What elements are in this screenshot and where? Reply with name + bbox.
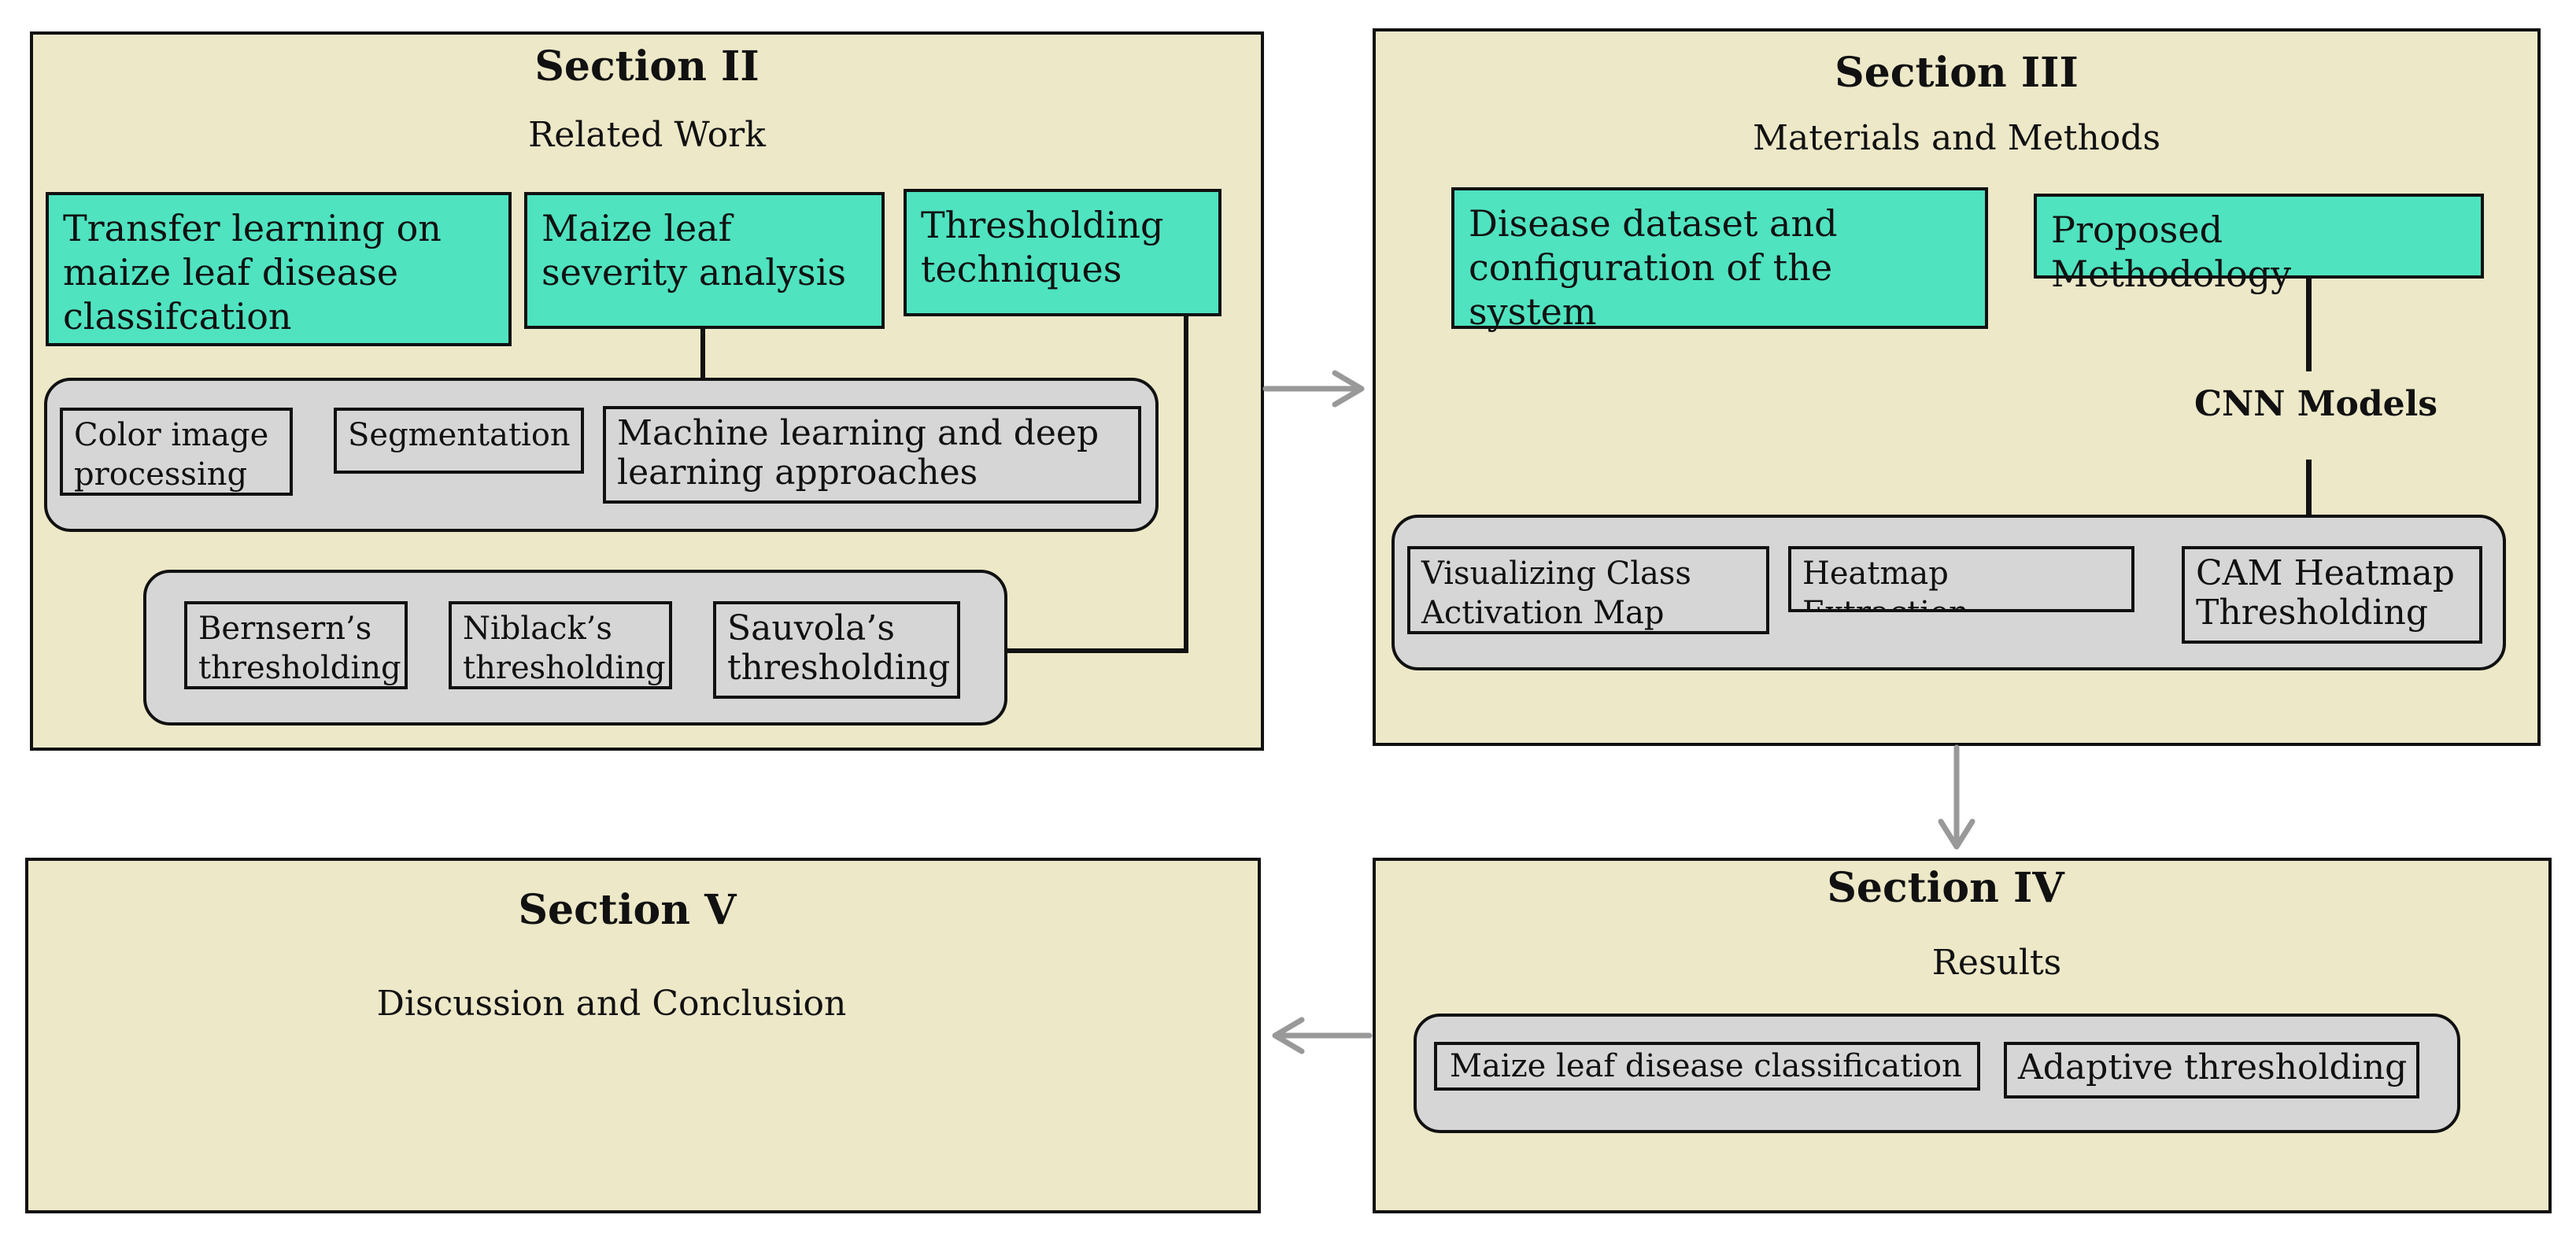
heatmap-extraction-item: Heatmap Extraction [1788,546,2134,612]
maize-classification-item: Maize leaf disease classification [1434,1042,1980,1091]
arrow-section2-to-section3 [1262,370,1365,408]
section-5-panel [25,858,1261,1213]
color-image-processing-item: Color image processing [60,408,293,496]
transfer-learning-box: Transfer learning on maize leaf disease … [46,192,512,346]
section-3-title: Section III [1835,49,2079,97]
section-3-subtitle: Materials and Methods [1752,118,2161,158]
section-5-title: Section V [518,886,737,934]
proposed-methodology-box: Proposed Methodology [2034,194,2484,295]
section-4-title: Section IV [1827,864,2064,912]
thresholding-techniques-box: Thresholding techniques [904,189,1221,316]
connector-severity [700,327,705,381]
ml-dl-approaches-item: Machine learning and deep learning appro… [603,406,1141,504]
arrow-section4-to-section5 [1272,1017,1373,1054]
sauvola-thresholding-item: Sauvola’s thresholding [713,601,960,699]
adaptive-thresholding-item: Adaptive thresholding [2004,1042,2419,1098]
section-2-title: Section II [534,42,759,90]
connector-methodology-bottom [2306,460,2312,518]
segmentation-item: Segmentation [334,408,584,474]
section-4-subtitle: Results [1931,943,2062,983]
cnn-models-label: CNN Models [2194,384,2438,424]
connector-methodology-top [2306,277,2312,371]
section-5-subtitle: Discussion and Conclusion [376,984,847,1024]
connector-thresholding-vertical [1184,315,1188,653]
section-2-subtitle: Related Work [528,115,766,155]
bernsen-thresholding-item: Bernsern’s thresholding [184,601,408,689]
disease-dataset-box: Disease dataset and configuration of the… [1451,187,1988,333]
niblack-thresholding-item: Niblack’s thresholding [449,601,672,689]
cam-heatmap-thresholding-item: CAM Heatmap Thresholding [2182,546,2482,644]
arrow-section3-to-section4 [1938,744,1975,850]
severity-analysis-box: Maize leaf severity analysis [524,192,885,329]
visualizing-cam-item: Visualizing Class Activation Map [1407,546,1769,634]
connector-thresholding-horizontal [1004,648,1188,653]
